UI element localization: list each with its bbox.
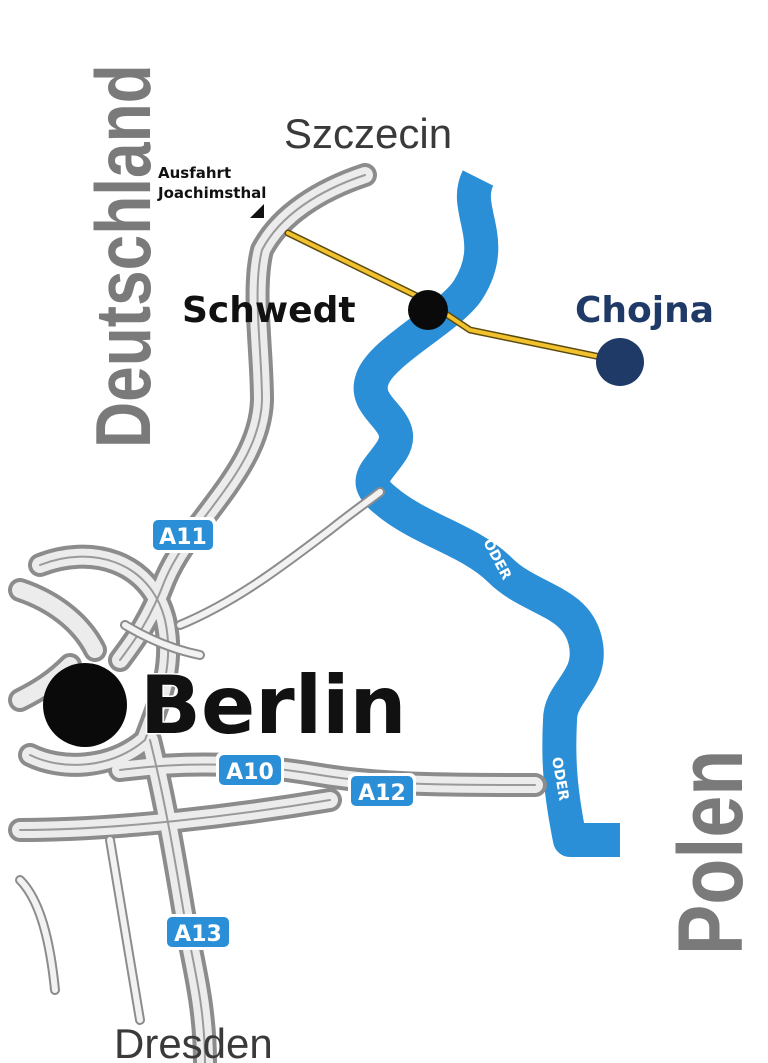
berlin-dot-icon [43,663,127,747]
exit-marker-icon [250,204,264,218]
chojna-dot-icon [596,338,644,386]
country-label-germany: Deutschland [80,64,167,448]
highway-shield-a12: A12 [348,773,416,809]
destination-label-south: Dresden [114,1020,273,1063]
city-label-berlin: Berlin [140,659,406,752]
city-label-chojna: Chojna [575,290,714,331]
secondary-roads [15,487,385,1025]
highway-label-a11: A11 [159,525,207,550]
highway-label-a10: A10 [226,760,274,785]
highway-shield-a11: A11 [150,517,216,553]
highway-label-a13: A13 [174,922,222,947]
highway-shield-a10: A10 [216,752,284,788]
country-label-poland: Polen [659,750,762,955]
exit-label-line2: Joachimsthal [157,184,266,202]
oder-river [353,170,620,857]
local-road-schwedt-chojna [284,229,619,364]
highway-shield-a13: A13 [164,914,232,950]
highway-label-a12: A12 [358,781,406,806]
schwedt-dot-icon [408,290,448,330]
destination-label-north: Szczecin [284,110,452,157]
exit-label-line1: Ausfahrt [158,164,231,182]
city-label-schwedt: Schwedt [182,290,356,331]
river-label-2: ODER [548,756,571,802]
